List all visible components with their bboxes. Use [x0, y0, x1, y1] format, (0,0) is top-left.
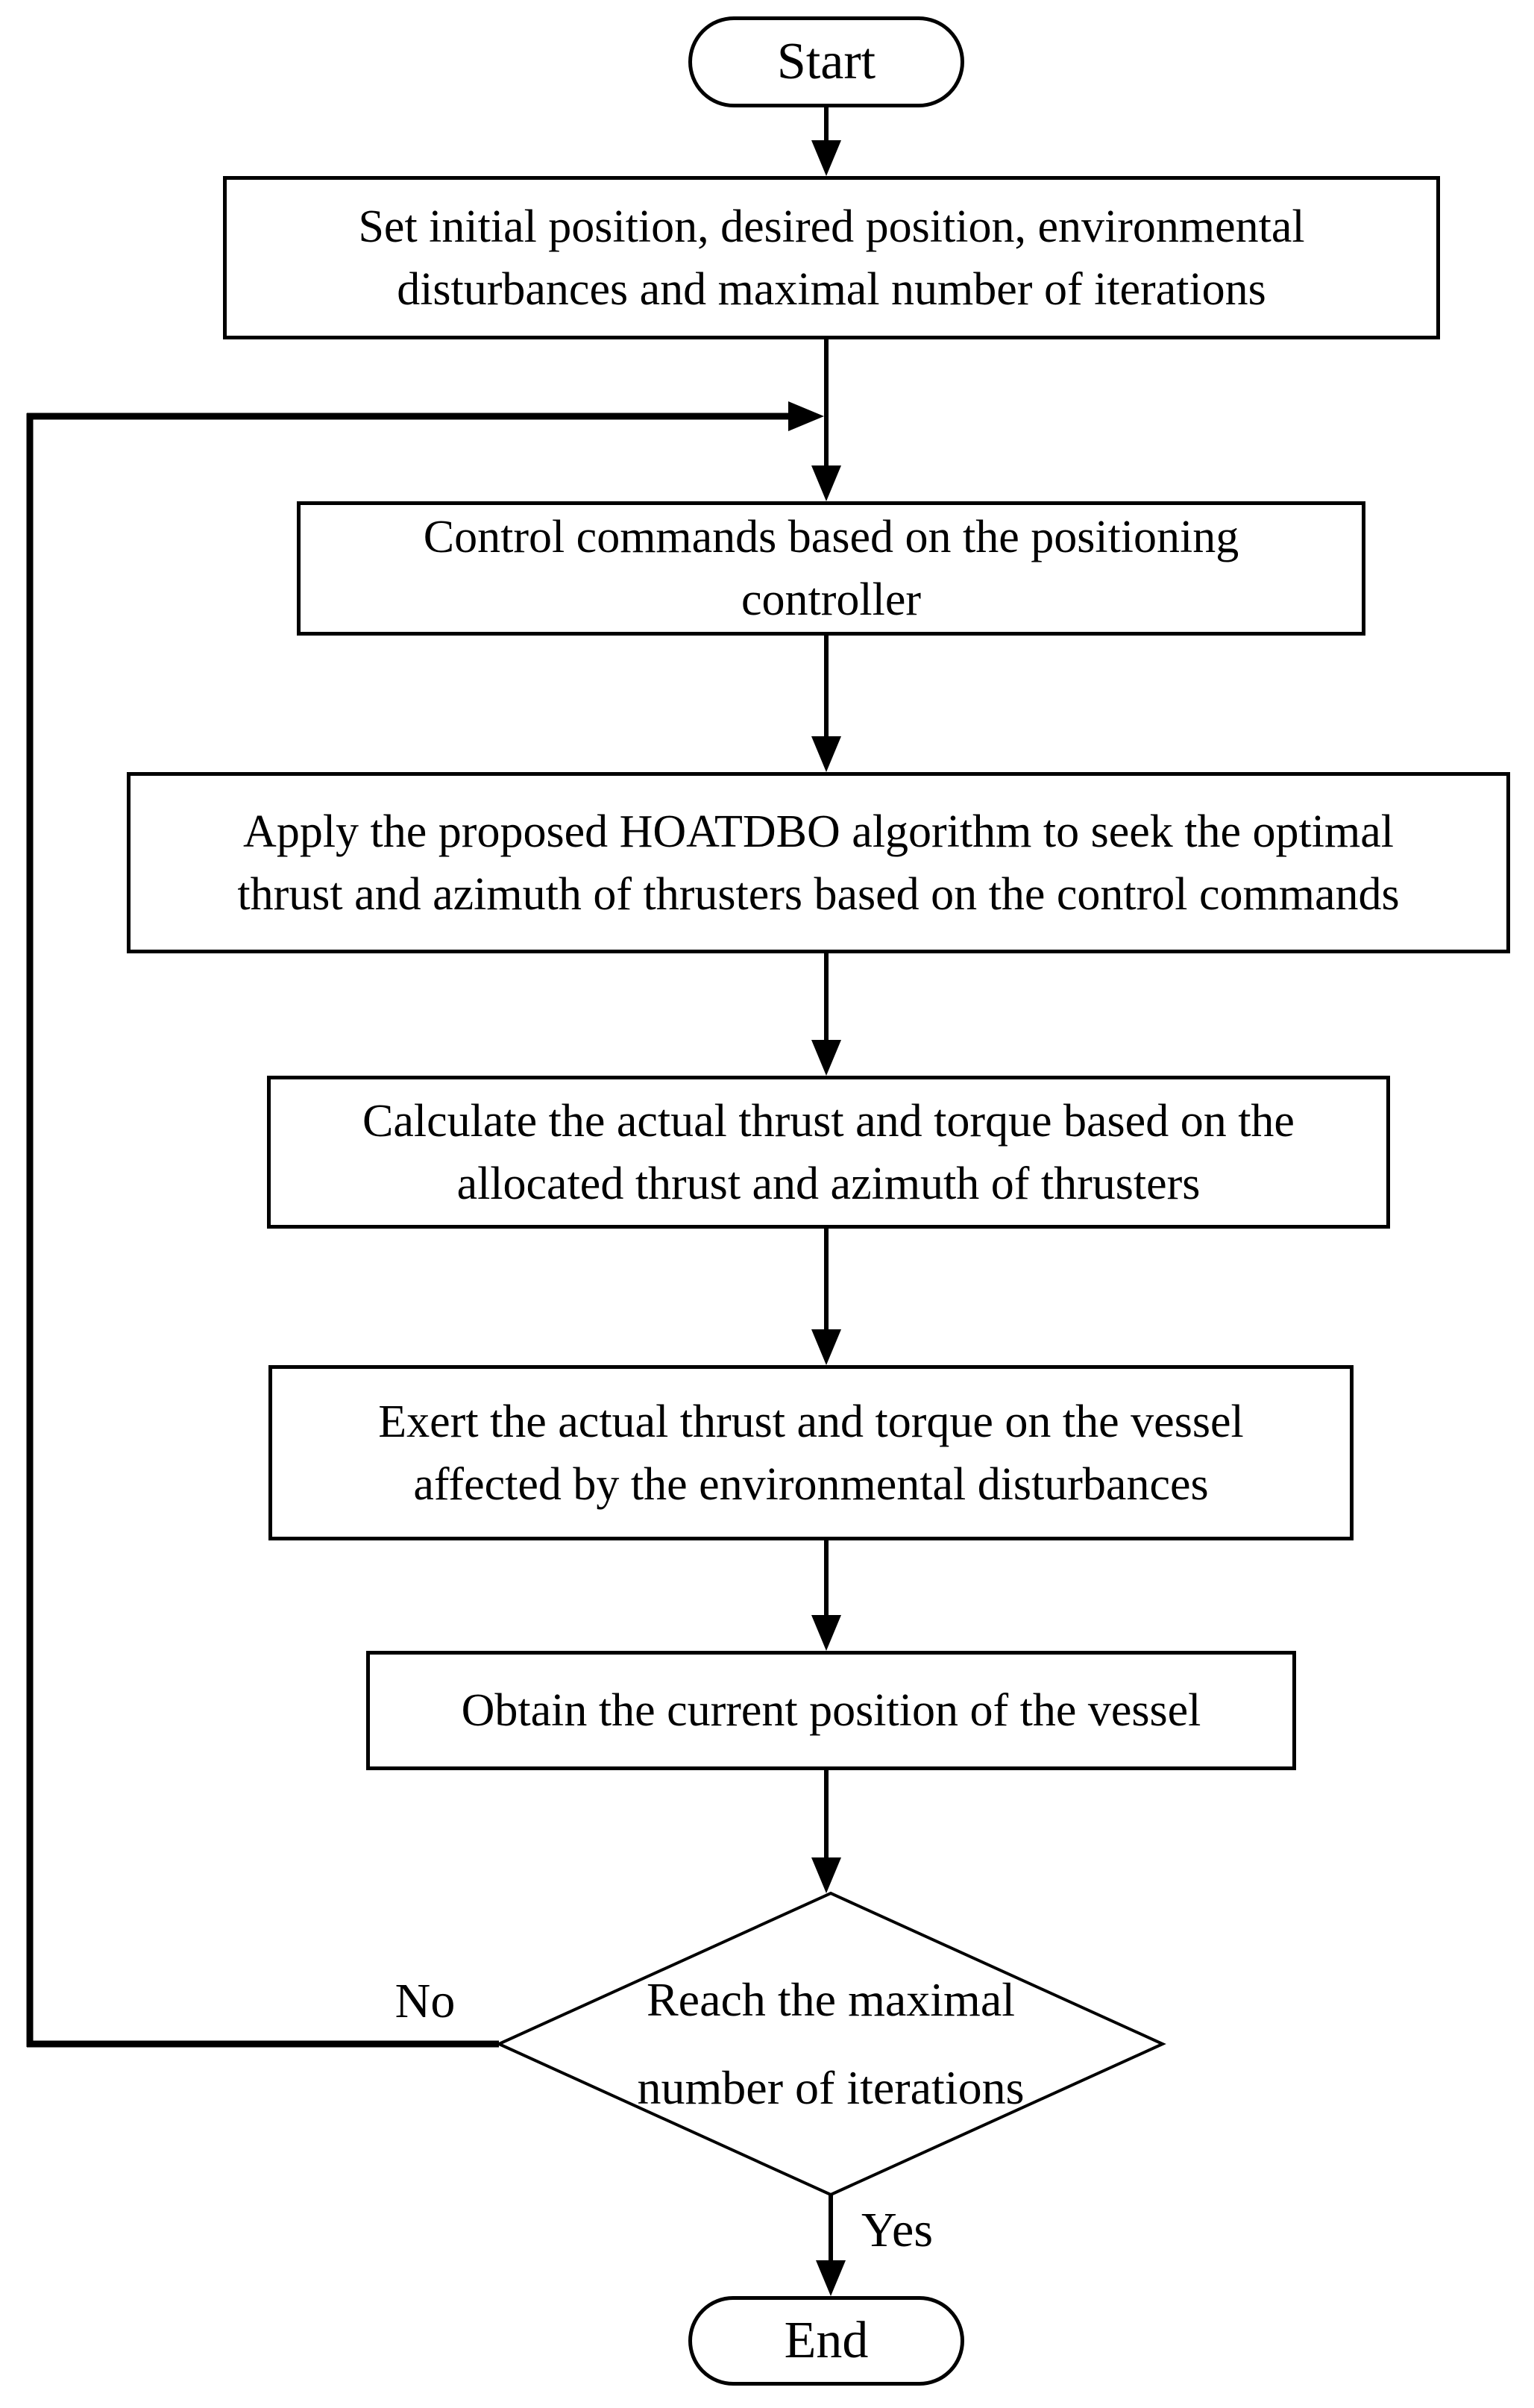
- process-control-commands: Control commands based on the positionin…: [297, 501, 1365, 636]
- terminator-start-label: Start: [776, 33, 876, 90]
- process-control-commands-line2: controller: [741, 574, 921, 625]
- arrowhead-exert-to-obtain: [811, 1615, 841, 1651]
- process-control-commands-line1: Control commands based on the positionin…: [423, 512, 1239, 562]
- process-set-initial-conditions-line1: Set initial position, desired position, …: [358, 201, 1305, 252]
- decision-max-iterations-line1: Reach the maximal: [646, 1973, 1016, 2026]
- arrowhead-hoatdbo-to-calculate: [811, 1040, 841, 1076]
- process-apply-hoatdbo-algorithm: Apply the proposed HOATDBO algorithm to …: [127, 772, 1510, 953]
- process-exert-thrust-torque-line1: Exert the actual thrust and torque on th…: [378, 1396, 1244, 1447]
- process-obtain-current-position: Obtain the current position of the vesse…: [366, 1651, 1296, 1770]
- terminator-end-label: End: [784, 2312, 869, 2369]
- edge-label-no: No: [394, 1974, 456, 2028]
- process-calculate-thrust-torque-line2: allocated thrust and azimuth of thruster…: [456, 1158, 1201, 1209]
- process-set-initial-conditions-line2: disturbances and maximal number of itera…: [397, 263, 1266, 315]
- process-exert-thrust-torque: Exert the actual thrust and torque on th…: [268, 1365, 1354, 1540]
- arrowhead-control-to-hoatdbo: [811, 736, 841, 772]
- process-exert-thrust-torque-line2: affected by the environmental disturbanc…: [413, 1458, 1209, 1510]
- process-set-initial-conditions: Set initial position, desired position, …: [223, 176, 1440, 339]
- process-calculate-thrust-torque: Calculate the actual thrust and torque b…: [267, 1076, 1390, 1229]
- process-apply-hoatdbo-algorithm-line1: Apply the proposed HOATDBO algorithm to …: [243, 806, 1394, 857]
- arrowhead-calculate-to-exert: [811, 1329, 841, 1365]
- process-calculate-thrust-torque-line1: Calculate the actual thrust and torque b…: [362, 1095, 1295, 1147]
- terminator-end: End: [688, 2296, 964, 2386]
- process-apply-hoatdbo-algorithm-line2: thrust and azimuth of thrusters based on…: [237, 868, 1400, 920]
- arrowhead-start-to-init: [811, 140, 841, 176]
- edge-label-yes: Yes: [861, 2203, 934, 2257]
- arrowhead-init-to-control: [811, 465, 841, 501]
- arrowhead-obtain-to-decision: [811, 1857, 841, 1893]
- terminator-start: Start: [688, 16, 964, 107]
- decision-max-iterations-line2: number of iterations: [637, 2061, 1025, 2114]
- process-obtain-current-position-line1: Obtain the current position of the vesse…: [461, 1685, 1201, 1736]
- arrowhead-decision-to-end: [816, 2260, 846, 2296]
- arrowhead-loopback-junction: [788, 401, 824, 431]
- decision-max-iterations-text: Reach the maximal number of iterations: [570, 1962, 1092, 2126]
